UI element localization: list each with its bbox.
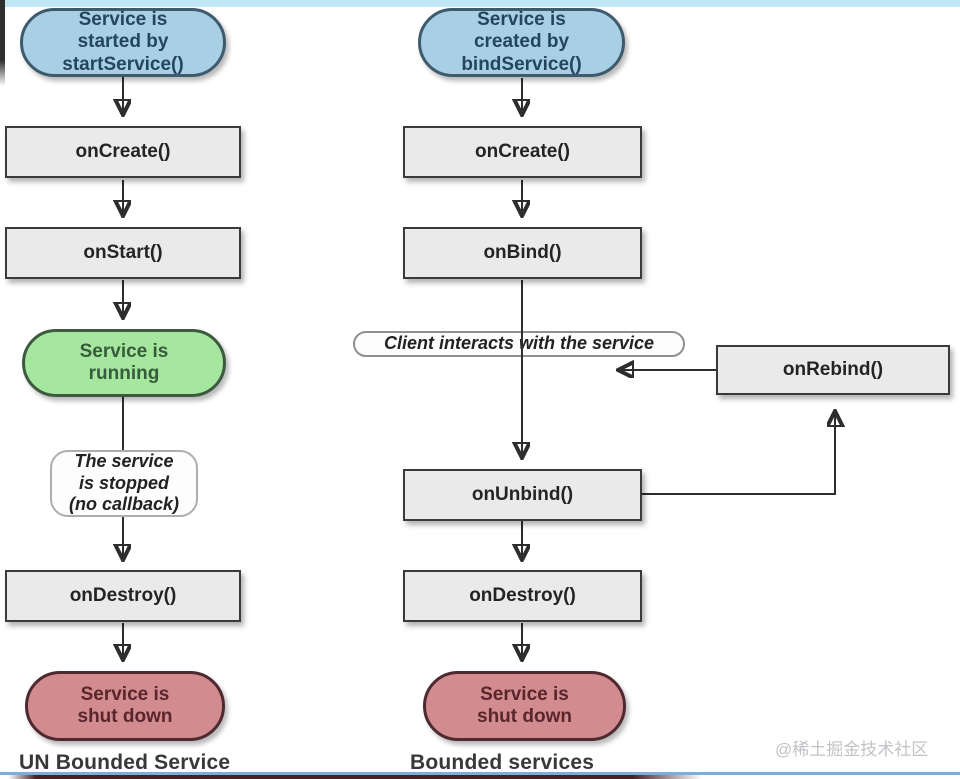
node-service-running: Service is running: [22, 329, 226, 397]
node-service-started: Service is started by startService(): [20, 8, 226, 77]
bottom-maroon-line: [8, 775, 702, 779]
bottom-blue-line: [0, 772, 960, 775]
node-oncreate-right: onCreate(): [403, 126, 642, 178]
node-onstart: onStart(): [5, 227, 241, 279]
connector-onunbind-to-onrebind: [642, 413, 835, 495]
note-client-interacts: Client interacts with the service: [353, 331, 685, 357]
node-shutdown-right: Service is shut down: [423, 671, 626, 741]
node-onunbind: onUnbind(): [403, 469, 642, 521]
note-service-stopped: The service is stopped (no callback): [50, 450, 198, 517]
node-ondestroy-right: onDestroy(): [403, 570, 642, 622]
node-oncreate-left: onCreate(): [5, 126, 241, 178]
left-flow-title: UN Bounded Service: [19, 751, 231, 774]
right-flow-title: Bounded services: [410, 751, 595, 774]
left-edge-mark: [0, 0, 5, 86]
node-shutdown-left: Service is shut down: [25, 671, 225, 741]
top-accent-strip: [0, 0, 960, 7]
node-service-created: Service is created by bindService(): [418, 8, 625, 77]
node-onrebind: onRebind(): [716, 345, 950, 395]
watermark: @稀土掘金技术社区: [775, 740, 929, 759]
node-onbind: onBind(): [403, 227, 642, 279]
node-ondestroy-left: onDestroy(): [5, 570, 241, 622]
